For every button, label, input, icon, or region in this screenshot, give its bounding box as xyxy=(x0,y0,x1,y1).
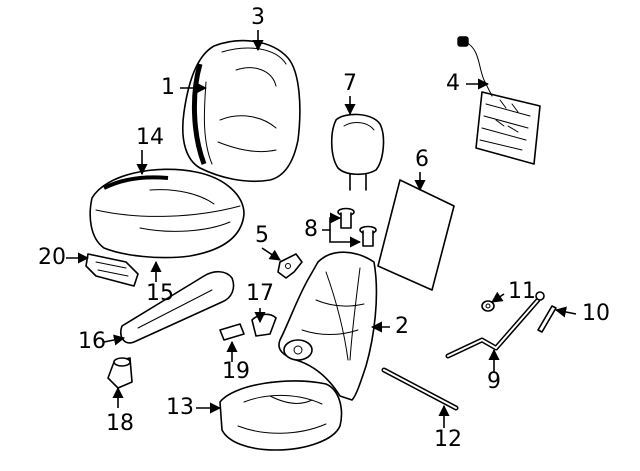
callout-2: 2 xyxy=(395,314,409,339)
callout-3: 3 xyxy=(251,5,265,30)
callout-18: 18 xyxy=(106,411,134,436)
seat-heater-element xyxy=(457,36,541,165)
callout-6: 6 xyxy=(415,147,429,172)
seat-cushion xyxy=(89,168,245,259)
callout-7: 7 xyxy=(343,71,357,96)
callout-10: 10 xyxy=(582,301,610,326)
callout-14: 14 xyxy=(136,125,164,150)
callout-5: 5 xyxy=(255,223,269,248)
bracket xyxy=(277,253,303,279)
callout-16: 16 xyxy=(78,329,106,354)
headrest xyxy=(330,113,385,191)
side-trim-panel xyxy=(119,270,235,344)
seat-back-panel xyxy=(377,179,455,291)
seat-back-cushion xyxy=(181,39,301,183)
clip xyxy=(481,300,495,312)
callout-1: 1 xyxy=(161,75,175,100)
pin xyxy=(537,305,557,333)
lever-rod xyxy=(445,291,545,359)
callout-labels: 1 2 3 4 5 6 7 8 9 10 11 12 13 14 15 16 1… xyxy=(38,5,610,452)
small-trim-pieces xyxy=(219,313,277,341)
callout-19: 19 xyxy=(222,359,250,384)
seat-back-frame xyxy=(278,251,378,401)
callout-9: 9 xyxy=(487,369,501,394)
rod xyxy=(381,367,459,411)
callout-15: 15 xyxy=(146,281,174,306)
callout-4: 4 xyxy=(446,71,460,96)
callout-8: 8 xyxy=(304,217,318,242)
callout-20: 20 xyxy=(38,245,66,270)
callout-11: 11 xyxy=(508,279,536,304)
callout-13: 13 xyxy=(166,395,194,420)
callout-12: 12 xyxy=(434,427,462,452)
leader-lines xyxy=(66,30,577,428)
callout-17: 17 xyxy=(246,281,274,306)
switch-module xyxy=(85,253,139,287)
seat-pad xyxy=(219,380,343,451)
headrest-guides xyxy=(337,207,377,247)
recliner-handle xyxy=(107,357,133,389)
